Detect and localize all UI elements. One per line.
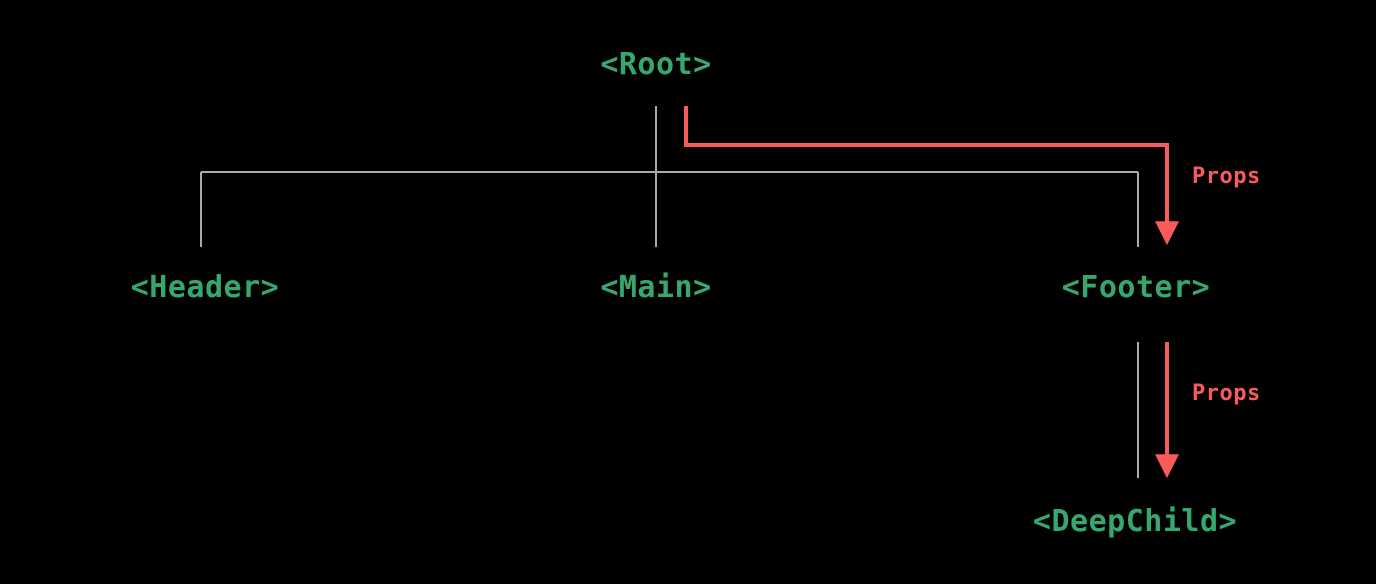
- props-arrows: [684, 106, 1179, 479]
- node-footer[interactable]: <Footer>: [1061, 270, 1211, 305]
- node-deepchild[interactable]: <DeepChild>: [1032, 504, 1238, 539]
- tree-connectors: [200, 106, 1139, 478]
- node-main[interactable]: <Main>: [600, 270, 712, 305]
- props-arrow-root-to-footer: [684, 106, 1179, 246]
- props-label-root-to-footer: Props: [1192, 164, 1261, 189]
- props-label-footer-to-deepchild: Props: [1192, 381, 1261, 406]
- node-header[interactable]: <Header>: [130, 270, 280, 305]
- node-root[interactable]: <Root>: [600, 47, 712, 82]
